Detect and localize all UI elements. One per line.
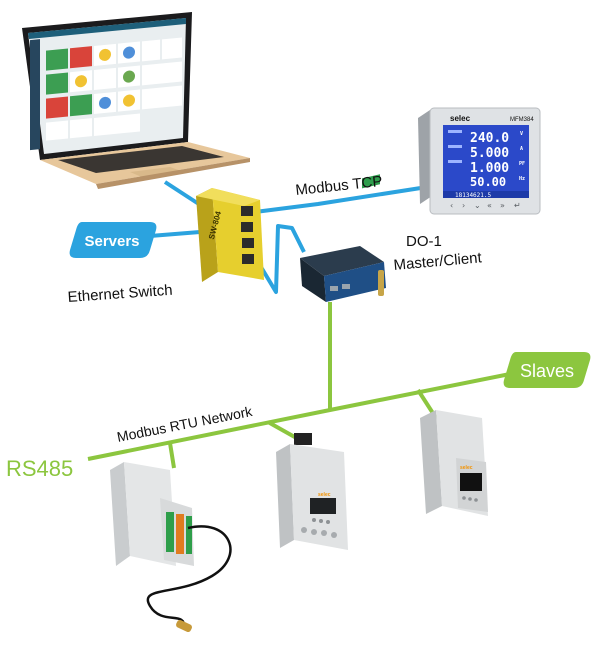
dashboard-sidebar (30, 39, 40, 151)
slave-device-2: selec (276, 433, 348, 550)
meter-reading-current: 5.000 (470, 146, 509, 161)
ethernet-switch: SW-804 (196, 188, 264, 282)
rs485-label: RS485 (6, 456, 73, 481)
slave1-terminals (166, 512, 192, 554)
meter-button-right: › (462, 201, 465, 210)
meter-button-down: ⌄ (474, 201, 481, 210)
meter-model: MFM384 (510, 117, 534, 123)
switch-port-4 (242, 254, 254, 264)
do1-front (300, 258, 326, 302)
slaves-badge: Slaves (503, 352, 591, 388)
link-switch-meter (254, 183, 441, 214)
energy-meter: selec MFM384 240.0 5.000 1.000 50.00 V A… (418, 107, 541, 215)
meter-unit-hz: Hz (519, 176, 525, 182)
ethernet-links (149, 180, 441, 294)
meter-case-side (418, 110, 432, 204)
servers-label: Servers (84, 233, 139, 250)
meter-button-forward: » (500, 201, 505, 210)
do1-antenna-connector (378, 270, 384, 296)
meter-bottom-band (443, 191, 529, 198)
slave-device-1 (110, 462, 232, 633)
servers-badge-shape (69, 222, 157, 258)
slave-device-3: selec (420, 410, 488, 516)
do1-label: DO-1 (406, 233, 442, 250)
do1-usb-port-2 (342, 284, 350, 289)
meter-bottom-reading: 18134621.5 (455, 192, 492, 199)
meter-unit-pf: PF (519, 161, 525, 167)
meter-button-left: ‹ (450, 201, 453, 210)
do1-gateway (300, 174, 386, 302)
switch-ports (241, 206, 254, 264)
servers-badge: Servers (69, 222, 157, 258)
meter-buttons: ‹ › ⌄ « » ↵ (450, 201, 521, 210)
slave2-terminal-screws (301, 527, 337, 538)
switch-top (196, 188, 260, 206)
meter-readings: 240.0 5.000 1.000 50.00 V A PF Hz (470, 131, 525, 189)
meter-button-rewind: « (487, 201, 492, 210)
slave2-buttons (312, 518, 330, 524)
meter-bar-indicators (448, 130, 462, 163)
link-servers-switch (149, 230, 201, 238)
switch-port-2 (241, 222, 253, 232)
ethernet-switch-label: Ethernet Switch (67, 282, 173, 306)
meter-button-enter: ↵ (514, 201, 521, 210)
slave2-front (290, 444, 348, 550)
slave2-clip (294, 433, 312, 445)
temperature-probe-cable (146, 525, 232, 629)
slave2-display (310, 498, 336, 514)
meter-reading-pf: 1.000 (470, 161, 509, 176)
laptop (22, 12, 250, 189)
do1-top (300, 246, 384, 276)
laptop-base-edge (96, 158, 250, 189)
do1-role-label: Master/Client (393, 249, 483, 274)
do1-side (324, 262, 386, 302)
rs485-links (87, 302, 541, 469)
meter-brand: selec (450, 114, 471, 123)
slave3-display (460, 473, 482, 491)
switch-port-1 (241, 206, 253, 216)
do1-terminal-block (362, 174, 380, 189)
link-slave1-bus (168, 442, 176, 469)
meter-unit-a: A (520, 146, 523, 152)
do1-usb-port (330, 286, 338, 291)
slave1-side (110, 462, 130, 566)
slave2-side (276, 444, 294, 548)
slave2-brand: selec (318, 492, 331, 498)
meter-display (443, 125, 529, 191)
slaves-badge-shape (503, 352, 591, 388)
slave3-side (420, 410, 442, 514)
laptop-touchpad (130, 167, 184, 178)
meter-unit-v: V (520, 131, 523, 137)
laptop-keyboard (58, 146, 224, 173)
switch-port-3 (242, 238, 254, 248)
temperature-probe (176, 619, 192, 633)
switch-side (196, 188, 218, 282)
slave3-buttons (462, 496, 478, 502)
dashboard-header (28, 18, 186, 39)
slaves-label: Slaves (520, 361, 574, 381)
dashboard-tiles (46, 37, 182, 141)
meter-reading-voltage: 240.0 (470, 131, 509, 146)
link-switch-do1 (256, 224, 306, 294)
meter-reading-frequency: 50.00 (470, 175, 506, 189)
slave3-brand: selec (460, 465, 473, 471)
